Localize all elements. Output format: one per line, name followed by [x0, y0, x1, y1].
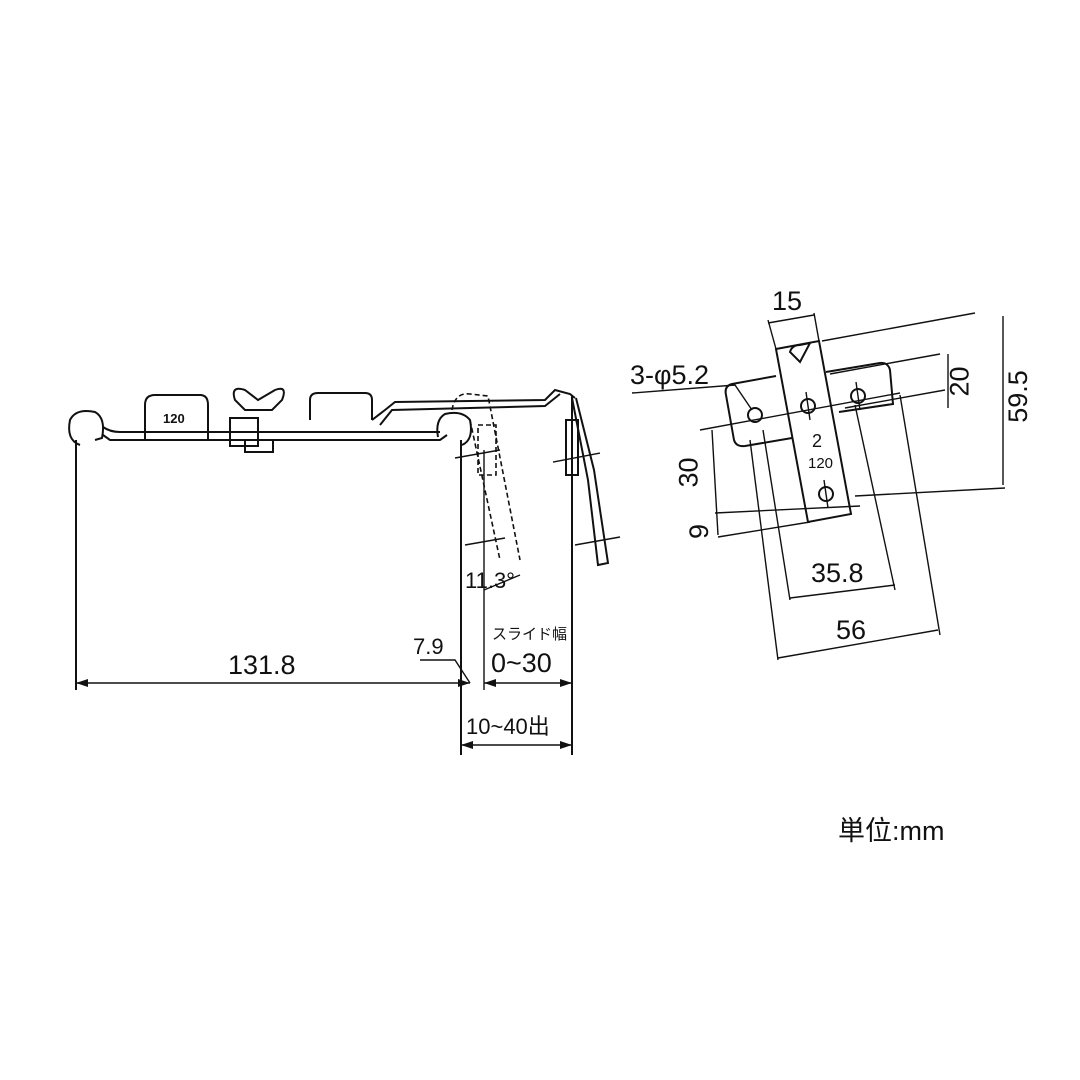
dim-height: 59.5 — [1002, 370, 1033, 423]
strip-mark-1: 2 — [812, 431, 823, 451]
strip-mark-2: 120 — [808, 455, 834, 472]
dim-plate-width: 56 — [836, 615, 867, 645]
front-view — [631, 312, 1006, 661]
projection-label: 10~40出 — [466, 714, 550, 739]
unit-note: 単位:mm — [838, 816, 945, 846]
dim-hole-spacing-v: 20 — [944, 366, 975, 397]
side-view — [68, 387, 621, 755]
slide-width-label: スライド幅 — [492, 626, 568, 643]
dim-9: 9 — [684, 523, 715, 540]
dim-hole-spacing-h: 35.8 — [811, 558, 864, 588]
dim-30: 30 — [673, 457, 704, 488]
tag-label: 120 — [163, 411, 185, 426]
dim-strip-width: 15 — [772, 286, 803, 316]
dim-width-label: 131.8 — [228, 650, 296, 680]
slide-range-label: 0~30 — [491, 648, 552, 678]
holes-label: 3-φ5.2 — [630, 360, 710, 390]
angle-label: 11.3° — [465, 568, 515, 593]
dim-offset-label: 7.9 — [413, 634, 444, 659]
